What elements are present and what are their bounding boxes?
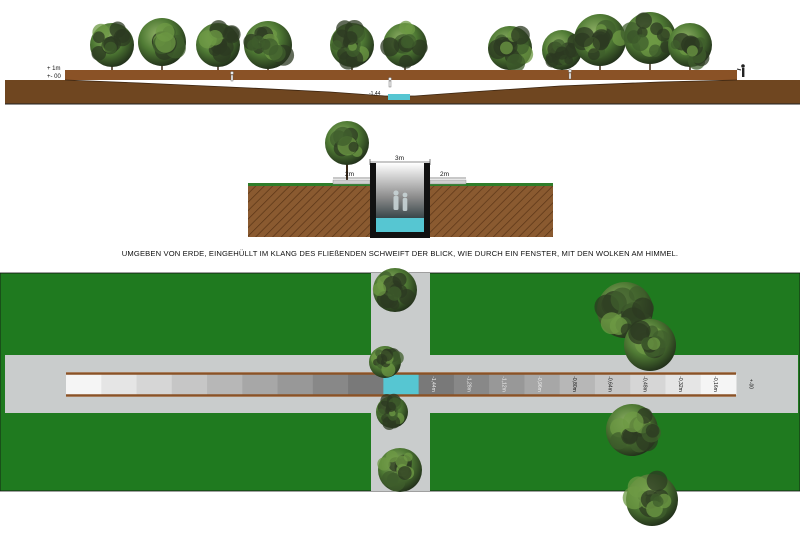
tree xyxy=(138,18,186,66)
tree xyxy=(606,404,661,456)
depth-label: -0,80m xyxy=(571,376,577,392)
trench-wall-right xyxy=(424,163,430,238)
right-width-label: 2m xyxy=(440,171,449,178)
tree xyxy=(90,21,134,67)
tree xyxy=(330,19,374,70)
level-label-plus1: + 1m xyxy=(47,66,61,72)
depth-label: -1,28m xyxy=(465,376,471,392)
channel-segment xyxy=(665,374,702,395)
tree xyxy=(668,23,712,70)
people-in-trench xyxy=(393,190,408,211)
tree xyxy=(243,21,295,69)
channel-segment xyxy=(418,374,455,395)
trench-water xyxy=(376,218,424,232)
depth-label: -0,16m xyxy=(712,376,718,392)
trench-wall-left xyxy=(370,163,376,238)
channel-segment xyxy=(453,374,490,395)
tree xyxy=(377,448,422,492)
path-slab-right xyxy=(429,179,467,185)
plan-trees xyxy=(369,268,678,526)
channel-segment xyxy=(348,374,384,395)
grass-edge-right xyxy=(430,183,553,186)
tree xyxy=(624,319,676,371)
channel-segment xyxy=(277,374,314,395)
tree xyxy=(376,393,408,430)
channel-segment xyxy=(524,374,561,395)
depth-label: -0,32m xyxy=(677,376,683,392)
tree xyxy=(622,470,678,526)
tree xyxy=(542,30,583,70)
tree xyxy=(620,12,676,64)
tree xyxy=(372,268,417,312)
longitudinal-section: + 1m +- 00 -1,44 xyxy=(5,12,800,105)
level-label-zero: +- 00 xyxy=(47,74,62,80)
section-trees xyxy=(90,12,712,73)
path-slab-left xyxy=(332,179,371,185)
channel-segment xyxy=(136,374,173,395)
channel-segment xyxy=(559,374,596,395)
channel-segment xyxy=(312,374,349,395)
cross-section-tree xyxy=(325,121,369,184)
trench-floor xyxy=(370,232,430,238)
tree xyxy=(380,20,428,69)
depth-label: -1,12m xyxy=(501,376,507,392)
water-channel xyxy=(388,94,410,100)
ground-cut xyxy=(5,80,800,104)
level-label-bottom: -1,44 xyxy=(369,91,381,97)
channel-segment xyxy=(242,374,279,395)
depth-label: -0,48m xyxy=(642,376,648,392)
earth-right xyxy=(430,185,553,237)
channel-segment xyxy=(700,374,737,395)
ground-top-layer xyxy=(65,70,737,80)
channel-segment xyxy=(630,374,666,395)
tree xyxy=(573,14,629,66)
depth-label: -0,96m xyxy=(536,376,542,392)
depth-label: +-00 xyxy=(747,379,753,389)
tree xyxy=(196,20,241,67)
grass-edge-left xyxy=(248,183,370,186)
cross-section: 3m 2m 2m xyxy=(248,121,553,238)
person-figure-dark xyxy=(736,64,745,77)
design-caption: UMGEBEN VON ERDE, EINGEHÜLLT IM KLANG DE… xyxy=(121,249,679,258)
channel-segment xyxy=(383,374,420,395)
person-figure xyxy=(230,69,572,88)
site-plan: -1,44m -1,28m -1,12m -0,96m -0,80m -0,64m -0,4… xyxy=(0,268,800,526)
gradient-channel: -1,44m -1,28m -1,12m -0,96m -0,80m -0,64m -0,4… xyxy=(66,372,753,397)
trench-width-label: 3m xyxy=(395,155,404,162)
earth-left xyxy=(248,185,370,237)
tree xyxy=(488,25,534,73)
channel-segment xyxy=(489,374,525,395)
dimension-lines xyxy=(333,159,466,179)
channel-segment xyxy=(171,374,208,395)
channel-segment xyxy=(101,374,138,395)
depth-label: -1,44m xyxy=(430,376,436,392)
depth-label: -0,64m xyxy=(606,376,612,392)
channel-segment xyxy=(207,374,243,395)
channel-segment xyxy=(66,374,102,395)
left-width-label: 2m xyxy=(345,171,354,178)
channel-segment xyxy=(594,374,631,395)
tree xyxy=(369,346,404,378)
tree xyxy=(325,121,369,165)
